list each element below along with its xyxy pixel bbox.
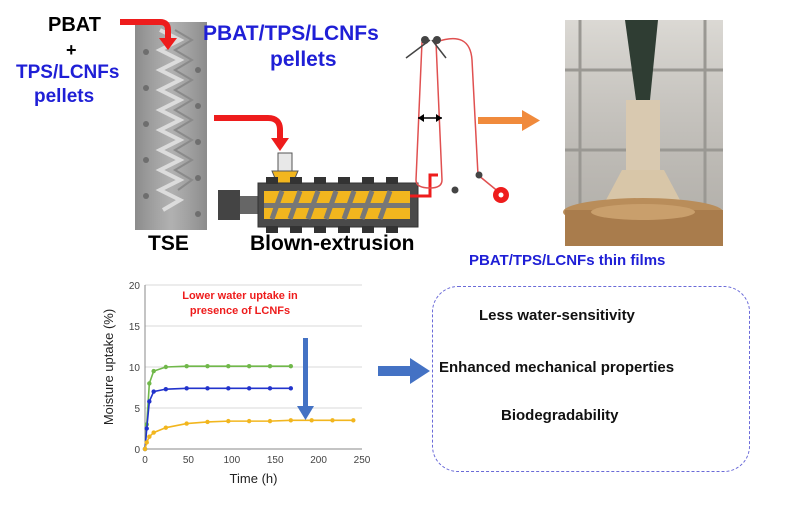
data-point <box>184 363 189 369</box>
chart-annotation: Lower water uptake in <box>182 290 298 302</box>
film-bubble-diagram <box>405 36 509 203</box>
data-point <box>267 386 273 391</box>
y-axis-title: Moisture uptake (%) <box>101 309 116 425</box>
twin-screw-extruder-image <box>135 22 207 230</box>
data-point <box>246 386 252 391</box>
data-point <box>151 368 156 374</box>
data-point <box>246 418 252 424</box>
benefit-water-sensitivity: Less water-sensitivity <box>479 307 635 324</box>
data-point <box>184 386 189 391</box>
y-tick-label: 0 <box>134 445 140 456</box>
data-point <box>288 418 294 423</box>
decrease-arrow-head <box>297 406 314 420</box>
data-point <box>163 386 169 392</box>
data-point <box>267 418 273 424</box>
data-point <box>351 418 356 423</box>
series-line <box>144 387 291 450</box>
data-point <box>144 426 149 431</box>
data-point <box>267 363 273 369</box>
label-thin-films: PBAT/TPS/LCNFs thin films <box>469 252 666 269</box>
y-tick-label: 5 <box>134 404 140 415</box>
x-tick-label: 200 <box>310 455 327 466</box>
data-point <box>144 440 149 445</box>
x-tick-label: 150 <box>267 455 284 466</box>
x-axis-title: Time (h) <box>230 471 278 486</box>
blown-film-photo <box>563 20 723 246</box>
data-point <box>205 419 210 425</box>
blue-arrow <box>378 358 430 384</box>
x-tick-label: 0 <box>142 455 148 466</box>
data-point <box>246 363 252 369</box>
data-point <box>163 364 169 370</box>
chart-annotation: presence of LCNFs <box>190 305 290 317</box>
label-pbat: PBAT <box>48 14 101 36</box>
data-point <box>288 363 294 369</box>
data-point <box>151 389 156 394</box>
y-tick-label: 15 <box>129 322 141 333</box>
data-point <box>226 363 231 369</box>
data-point <box>288 386 294 391</box>
label-blend-pellets-line2: pellets <box>270 48 337 71</box>
feed-arrow <box>120 19 171 40</box>
transfer-arrow <box>214 115 283 140</box>
data-point <box>330 418 335 423</box>
data-point <box>147 381 152 386</box>
label-tps-pellets-line2: pellets <box>34 86 95 107</box>
decrease-arrow-shaft <box>303 338 308 408</box>
orange-arrow <box>478 110 540 131</box>
label-blend-pellets-line1: PBAT/TPS/LCNFs <box>203 22 379 45</box>
data-point <box>147 434 152 439</box>
data-point <box>205 386 210 391</box>
label-plus: + <box>66 40 77 60</box>
series-line <box>144 419 354 450</box>
benefit-mechanical-properties: Enhanced mechanical properties <box>439 359 675 376</box>
data-point <box>142 446 148 452</box>
x-tick-label: 50 <box>183 455 195 466</box>
data-point <box>147 399 152 404</box>
y-tick-label: 20 <box>129 281 141 292</box>
benefit-biodegradability: Biodegradability <box>501 407 619 424</box>
data-point <box>226 418 231 424</box>
data-point <box>226 386 231 391</box>
data-point <box>163 425 169 430</box>
data-point <box>184 421 189 426</box>
label-blown-extrusion: Blown-extrusion <box>250 232 415 255</box>
data-point <box>205 363 210 369</box>
data-point <box>151 430 156 435</box>
data-point <box>309 418 314 423</box>
y-tick-label: 10 <box>129 363 141 374</box>
label-tse: TSE <box>148 232 189 255</box>
x-tick-label: 100 <box>223 455 240 466</box>
x-tick-label: 250 <box>354 455 371 466</box>
label-tps-pellets-line1: TPS/LCNFs <box>16 62 120 83</box>
blown-extruder-diagram <box>218 152 438 233</box>
benefits-box: Less water-sensitivity Enhanced mechanic… <box>432 286 750 472</box>
